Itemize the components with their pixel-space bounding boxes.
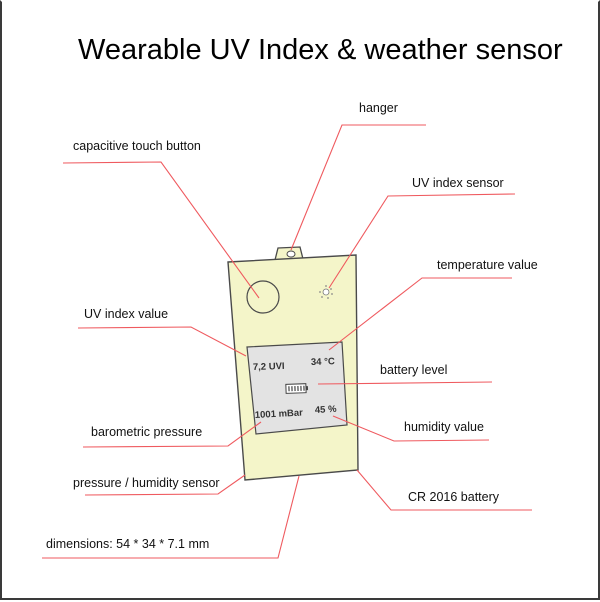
- label-battery-level: battery level: [380, 363, 447, 377]
- label-cr2016-battery: CR 2016 battery: [408, 490, 500, 504]
- label-temperature-value: temperature value: [437, 258, 538, 272]
- callout-temperature-value: temperature value: [329, 258, 538, 350]
- diagram-title: Wearable UV Index & weather sensor: [78, 34, 563, 66]
- label-hanger: hanger: [359, 101, 398, 115]
- humidity-readout: 45 %: [315, 404, 338, 416]
- label-humidity-value: humidity value: [404, 420, 484, 434]
- uv-index-readout: 7,2 UVI: [253, 361, 285, 373]
- callout-barometric-pressure: barometric pressure: [83, 422, 261, 447]
- label-uv-index-sensor: UV index sensor: [412, 176, 504, 190]
- callout-hanger: hanger: [291, 101, 426, 250]
- callout-pressure-humidity-sensor: pressure / humidity sensor: [73, 475, 245, 495]
- label-pressure-humidity-sensor: pressure / humidity sensor: [73, 476, 220, 490]
- label-dimensions: dimensions: 54 * 34 * 7.1 mm: [46, 537, 209, 551]
- temperature-readout: 34 °C: [311, 356, 335, 368]
- label-uv-index-value: UV index value: [84, 307, 168, 321]
- battery-full-icon: [286, 384, 308, 394]
- hanger-hole: [287, 251, 295, 257]
- callout-cr2016-battery: CR 2016 battery: [357, 470, 532, 510]
- label-capacitive-touch-button: capacitive touch button: [73, 139, 201, 153]
- callout-uv-index-value: UV index value: [78, 307, 246, 356]
- label-barometric-pressure: barometric pressure: [91, 425, 202, 439]
